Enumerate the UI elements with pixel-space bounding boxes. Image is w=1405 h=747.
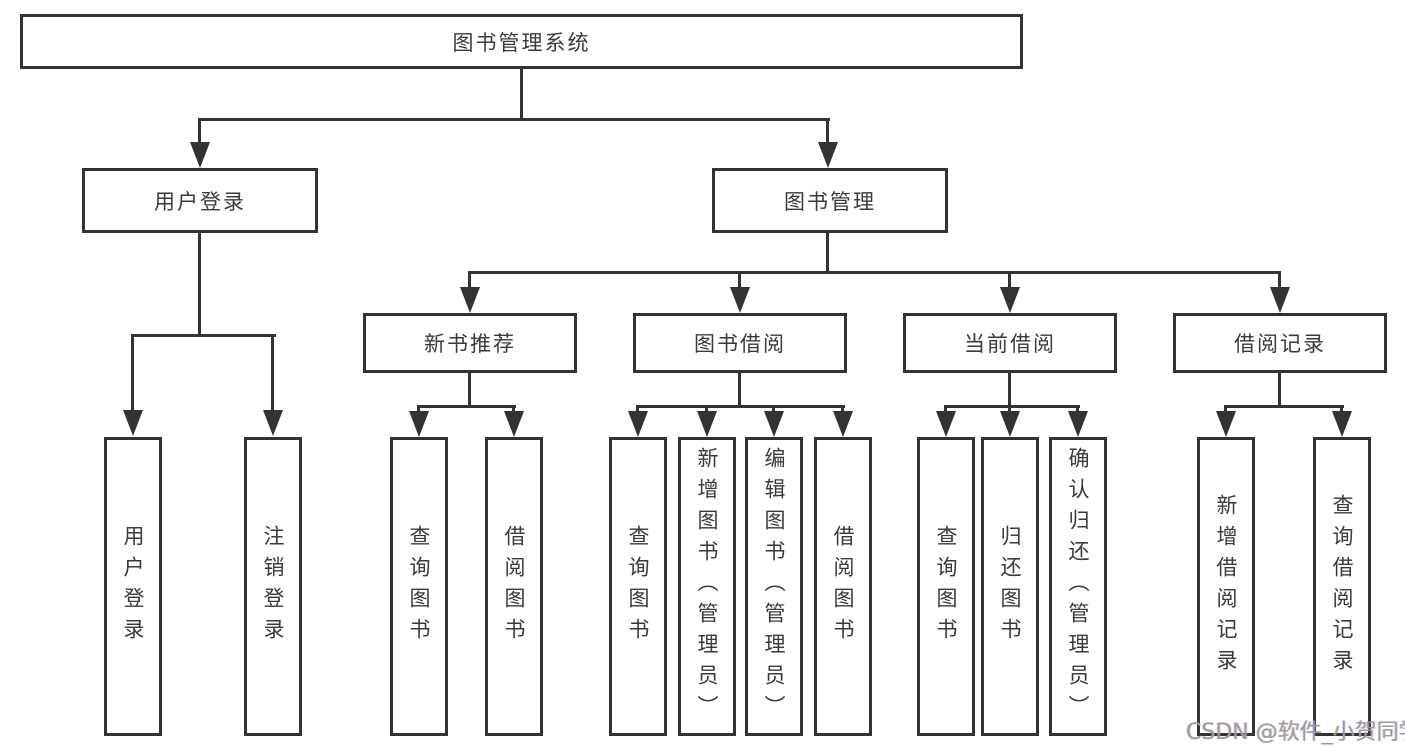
arrowhead-down-icon (409, 411, 429, 437)
node-label: 新增借阅记录 (1214, 493, 1238, 680)
leaf-add-borrow-record: 新增借阅记录 (1197, 437, 1255, 736)
connector-drop-nb-query (417, 405, 420, 413)
node-label: 确认归还（管理员） (1066, 447, 1090, 726)
connector-drop-cb-query (944, 405, 947, 413)
node-current-borrowing: 当前借阅 (903, 313, 1117, 373)
leaf-add-books-admin: 新增图书（管理员） (678, 437, 736, 736)
node-label: 图书借阅 (694, 332, 786, 356)
connector-drop-ul-logout (271, 334, 274, 412)
arrowhead-down-icon (1000, 411, 1020, 437)
leaf-query-books-newrec: 查询图书 (390, 437, 448, 736)
connector-drop-cb-confirm (1076, 405, 1079, 413)
arrowhead-down-icon (697, 411, 717, 437)
connector-drop-new-book-rec (468, 271, 471, 289)
arrowhead-down-icon (1000, 287, 1020, 313)
connector-current-borrow-stem (1008, 373, 1011, 407)
arrowhead-down-icon (764, 411, 784, 437)
node-label: 用户登录 (154, 189, 246, 214)
csdn-watermark: CSDN @软件_小贺同学 (1186, 720, 1405, 745)
connector-drop-ul-login (131, 334, 134, 412)
connector-new-book-rec-rail (417, 405, 516, 408)
arrowhead-down-icon (190, 142, 210, 168)
connector-level2-rail (198, 118, 830, 121)
connector-drop-nb-borrow (512, 405, 515, 413)
connector-drop-book-mgmt (826, 118, 829, 144)
leaf-borrow-books-newrec: 借阅图书 (485, 437, 543, 736)
arrowhead-down-icon (730, 287, 750, 313)
connector-drop-bb-edit (772, 405, 775, 413)
node-label: 图书管理系统 (452, 30, 591, 55)
connector-drop-book-borrow (738, 271, 741, 289)
connector-current-borrow-rail (944, 405, 1080, 408)
node-label: 图书管理 (784, 189, 876, 214)
node-user-login: 用户登录 (82, 168, 318, 233)
arrowhead-down-icon (628, 411, 648, 437)
connector-drop-bb-query (636, 405, 639, 413)
arrowhead-down-icon (504, 411, 524, 437)
node-label: 借阅图书 (502, 524, 526, 649)
node-book-management: 图书管理 (712, 168, 948, 233)
leaf-logout: 注销登录 (244, 437, 302, 736)
connector-drop-bb-borrow (841, 405, 844, 413)
node-label: 当前借阅 (964, 332, 1056, 356)
connector-book-borrow-rail (636, 405, 845, 408)
connector-borrow-records-rail (1224, 405, 1344, 408)
connector-user-login-stem (198, 233, 201, 336)
connector-drop-bb-add (705, 405, 708, 413)
connector-new-book-rec-stem (468, 373, 471, 407)
arrowhead-down-icon (1216, 411, 1236, 437)
node-label: 新书推荐 (424, 332, 516, 356)
leaf-return-books: 归还图书 (981, 437, 1039, 736)
connector-root-stem (520, 68, 523, 119)
node-book-borrowing: 图书借阅 (633, 313, 847, 373)
connector-user-login-rail (131, 334, 276, 337)
node-label: 归还图书 (998, 524, 1022, 649)
node-label: 新增图书（管理员） (695, 447, 719, 726)
arrowhead-down-icon (1332, 411, 1352, 437)
connector-drop-borrow-records (1278, 271, 1281, 289)
connector-book-borrow-stem (738, 373, 741, 407)
node-library-management-system: 图书管理系统 (20, 14, 1023, 69)
connector-drop-cb-return (1008, 405, 1011, 413)
node-label: 编辑图书（管理员） (762, 447, 786, 726)
leaf-edit-books-admin: 编辑图书（管理员） (745, 437, 803, 736)
arrowhead-down-icon (1270, 287, 1290, 313)
connector-drop-br-query (1340, 405, 1343, 413)
node-label: 查询图书 (626, 524, 650, 649)
arrowhead-down-icon (818, 142, 838, 168)
node-label: 借阅记录 (1234, 332, 1326, 356)
node-borrowing-records: 借阅记录 (1173, 313, 1387, 373)
node-label: 借阅图书 (831, 524, 855, 649)
arrowhead-down-icon (263, 410, 283, 436)
arrowhead-down-icon (123, 410, 143, 436)
connector-borrow-records-stem (1278, 373, 1281, 407)
leaf-confirm-return-admin: 确认归还（管理员） (1049, 437, 1107, 736)
arrowhead-down-icon (460, 287, 480, 313)
node-label: 用户登录 (121, 524, 145, 649)
leaf-query-books-borrowing: 查询图书 (609, 437, 667, 736)
node-label: 查询借阅记录 (1330, 493, 1354, 680)
connector-drop-br-add (1224, 405, 1227, 413)
leaf-borrow-books-borrowing: 借阅图书 (814, 437, 872, 736)
node-new-book-recommend: 新书推荐 (363, 313, 577, 373)
connector-drop-current-borrow (1008, 271, 1011, 289)
node-label: 查询图书 (934, 524, 958, 649)
connector-level3-rail (468, 271, 1281, 274)
arrowhead-down-icon (936, 411, 956, 437)
arrowhead-down-icon (833, 411, 853, 437)
node-label: 查询图书 (407, 524, 431, 649)
connector-drop-user-login (198, 118, 201, 144)
leaf-user-login: 用户登录 (104, 437, 162, 736)
leaf-query-books-current: 查询图书 (917, 437, 975, 736)
connector-book-mgmt-stem (826, 233, 829, 274)
leaf-query-borrow-record: 查询借阅记录 (1313, 437, 1371, 736)
node-label: 注销登录 (261, 524, 285, 649)
arrowhead-down-icon (1068, 411, 1088, 437)
